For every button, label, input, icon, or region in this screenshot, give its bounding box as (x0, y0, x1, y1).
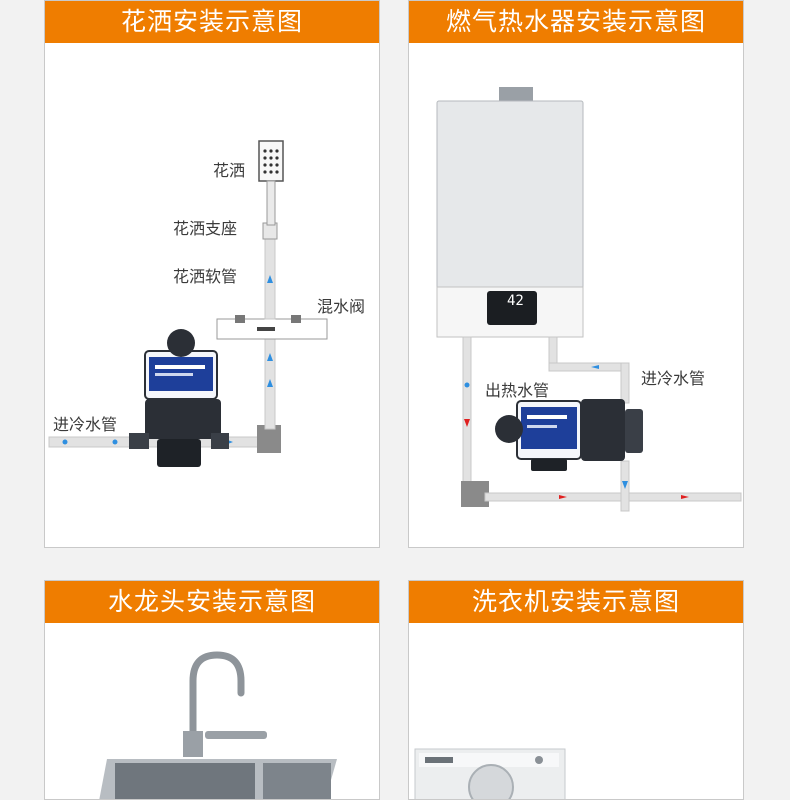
shower-bracket-label: 花洒支座 (173, 219, 238, 238)
washer-panel: 洗衣机安装示意图 (408, 580, 744, 800)
water-heater-panel-title: 燃气热水器安装示意图 (409, 1, 743, 43)
faucet-panel: 水龙头安装示意图 (44, 580, 380, 800)
shower-diagram (48, 140, 328, 467)
booster-pump-heater (495, 399, 643, 471)
hot-outlet-label: 出热水管 (485, 381, 550, 400)
shower-panel: 花洒安装示意图 (44, 0, 380, 548)
cold-inlet-label-heater: 进冷水管 (641, 369, 706, 388)
booster-pump (129, 329, 229, 467)
shower-hose-label: 花洒软管 (173, 267, 238, 286)
shower-panel-title: 花洒安装示意图 (45, 1, 379, 43)
heater-display-reading: 42 (507, 293, 524, 309)
washer-illustration (414, 748, 566, 799)
faucet-panel-title: 水龙头安装示意图 (45, 581, 379, 623)
washer-panel-title: 洗衣机安装示意图 (409, 581, 743, 623)
water-heater-panel: 燃气热水器安装示意图 (408, 0, 744, 548)
faucet-illustration (99, 651, 337, 799)
shower-head (258, 140, 284, 182)
cold-inlet-label: 进冷水管 (53, 415, 118, 434)
heater-display (487, 291, 537, 325)
water-heater-diagram (436, 87, 742, 512)
mixing-valve-label: 混水阀 (317, 297, 366, 316)
pipe-elbow (257, 425, 281, 453)
shower-head-label: 花洒 (213, 161, 246, 180)
